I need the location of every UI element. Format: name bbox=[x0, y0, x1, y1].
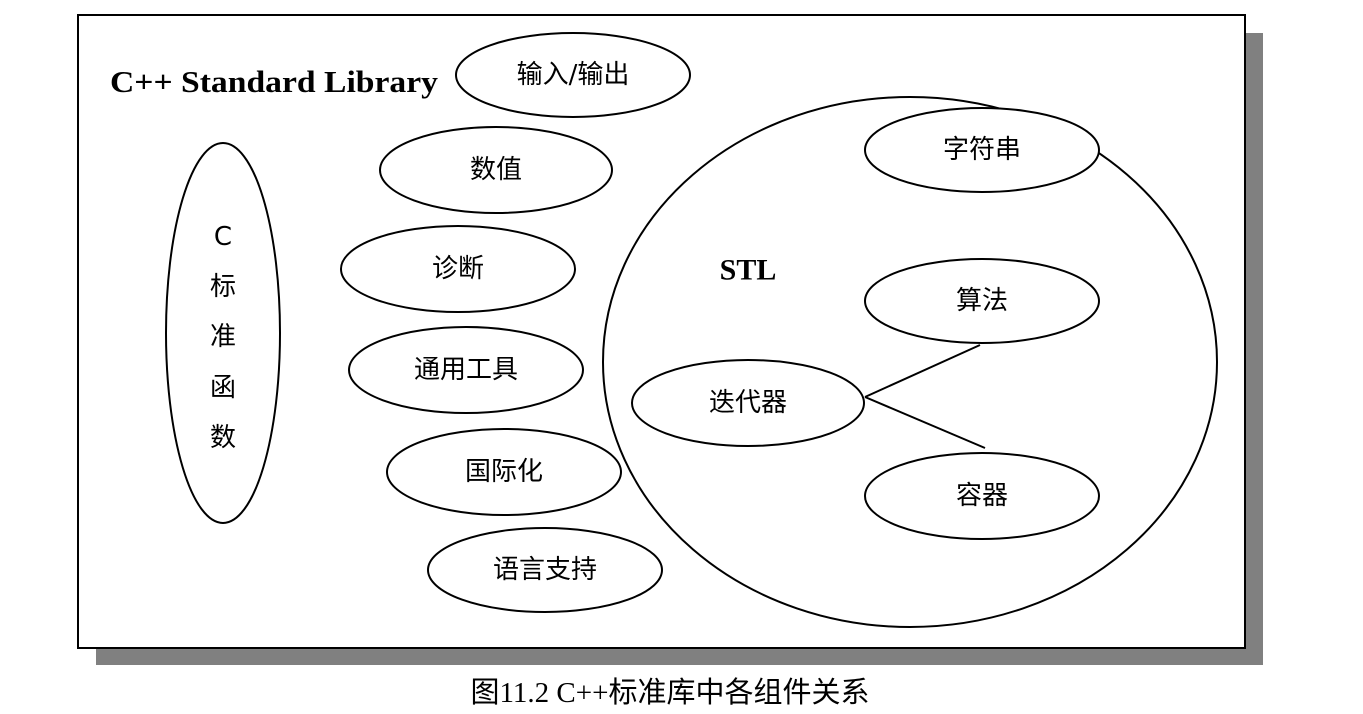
strings-label: 字符串 bbox=[943, 135, 1021, 165]
localization-node: 国际化 bbox=[386, 428, 622, 516]
utilities-label: 通用工具 bbox=[414, 355, 518, 385]
strings-node: 字符串 bbox=[864, 107, 1100, 193]
c-library-char: 函 bbox=[210, 373, 236, 403]
language-support-node: 语言支持 bbox=[427, 527, 663, 613]
algorithms-node: 算法 bbox=[864, 258, 1100, 344]
iterator-algorithm-connector bbox=[864, 344, 981, 398]
numeric-label: 数值 bbox=[470, 155, 522, 185]
utilities-node: 通用工具 bbox=[348, 326, 584, 414]
iterator-container-connector bbox=[864, 396, 986, 449]
library-title: C++ Standard Library bbox=[110, 64, 439, 99]
c-standard-functions-node: C 标 准 函 数 bbox=[165, 142, 281, 524]
io-node: 输入/输出 bbox=[455, 32, 691, 118]
containers-label: 容器 bbox=[956, 481, 1008, 511]
algorithms-label: 算法 bbox=[956, 286, 1008, 316]
c-library-char: 准 bbox=[210, 322, 236, 352]
c-library-char: C bbox=[214, 222, 232, 252]
stl-node: STL 字符串 算法 迭代器 容器 bbox=[602, 96, 1218, 628]
numeric-node: 数值 bbox=[379, 126, 613, 214]
localization-label: 国际化 bbox=[465, 457, 543, 487]
c-library-char: 标 bbox=[210, 272, 236, 302]
language-support-label: 语言支持 bbox=[493, 555, 597, 585]
containers-node: 容器 bbox=[864, 452, 1100, 540]
diagnostics-label: 诊断 bbox=[432, 254, 484, 284]
stl-label: STL bbox=[720, 254, 777, 287]
diagnostics-node: 诊断 bbox=[340, 225, 576, 313]
c-library-char: 数 bbox=[210, 423, 236, 453]
io-label: 输入/输出 bbox=[517, 60, 630, 90]
iterators-node: 迭代器 bbox=[631, 359, 865, 447]
iterators-label: 迭代器 bbox=[709, 388, 787, 418]
figure-caption: 图11.2 C++标准库中各组件关系 bbox=[471, 676, 870, 709]
